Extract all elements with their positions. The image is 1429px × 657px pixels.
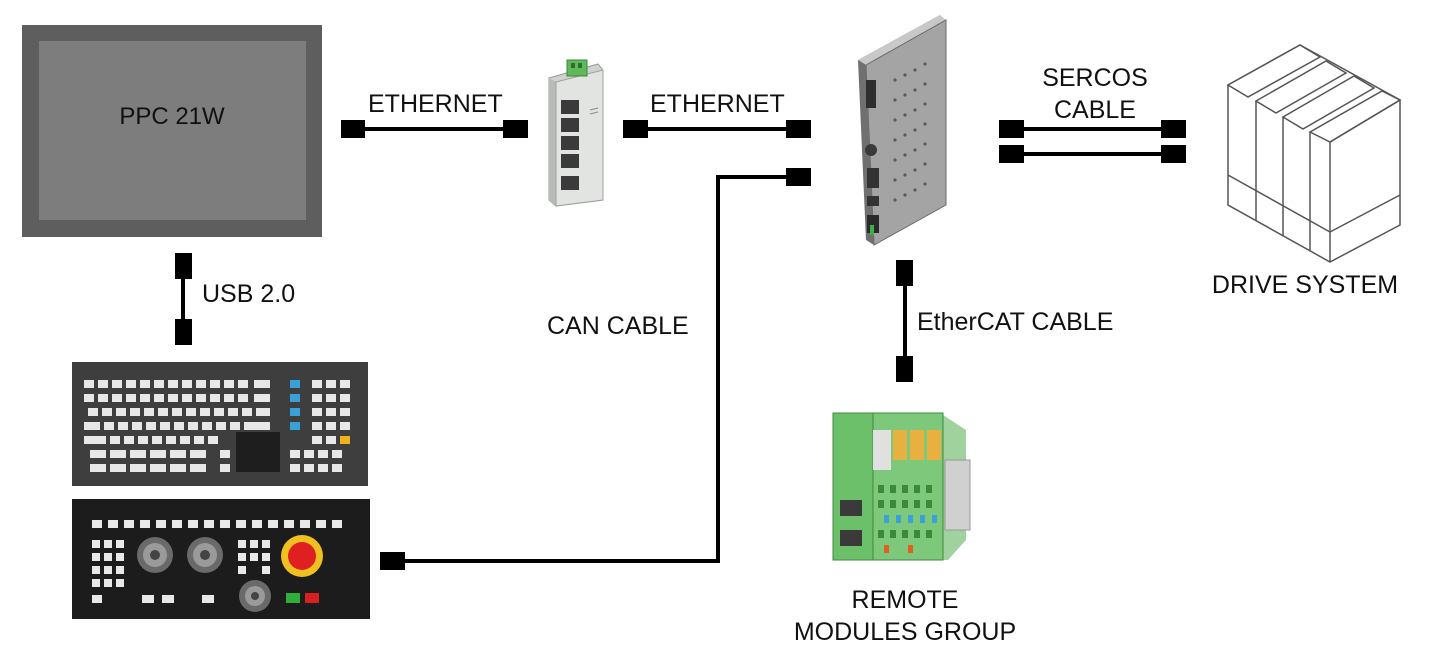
- ethercat-cable: [896, 260, 913, 382]
- ethernet-label-2: ETHERNET: [650, 90, 785, 118]
- drive-system-label: DRIVE SYSTEM: [1211, 271, 1399, 299]
- industrial-controller-icon: [858, 15, 947, 246]
- ethernet-label-1: ETHERNET: [368, 90, 503, 118]
- panel-pc: PPC 21W: [22, 25, 322, 237]
- network-switch-icon: [548, 59, 604, 207]
- io-modules-icon: [832, 412, 971, 561]
- ethercat-cable-label: EtherCAT CABLE: [917, 308, 1114, 336]
- remote-modules-label-line2: MODULES GROUP: [793, 618, 1017, 646]
- panel-pc-screen: [39, 41, 306, 220]
- ethernet-cable-panel-switch: [341, 120, 528, 138]
- sercos-label-line1: SERCOS: [1042, 64, 1148, 92]
- sercos-label-line2: CABLE: [1054, 96, 1136, 124]
- usb-label: USB 2.0: [202, 280, 296, 308]
- panel-pc-label: PPC 21W: [119, 103, 225, 130]
- machine-operator-panel-icon: [72, 499, 370, 619]
- can-cable: [380, 168, 811, 570]
- keyboard-icon: [72, 362, 368, 486]
- ethernet-cable-switch-controller: [623, 120, 811, 138]
- servo-drive-rack-icon: [1226, 44, 1402, 263]
- can-cable-label: CAN CABLE: [547, 312, 689, 340]
- usb-cable: [175, 253, 192, 345]
- remote-modules-label-line1: REMOTE: [851, 586, 959, 614]
- sercos-cable: [999, 120, 1186, 163]
